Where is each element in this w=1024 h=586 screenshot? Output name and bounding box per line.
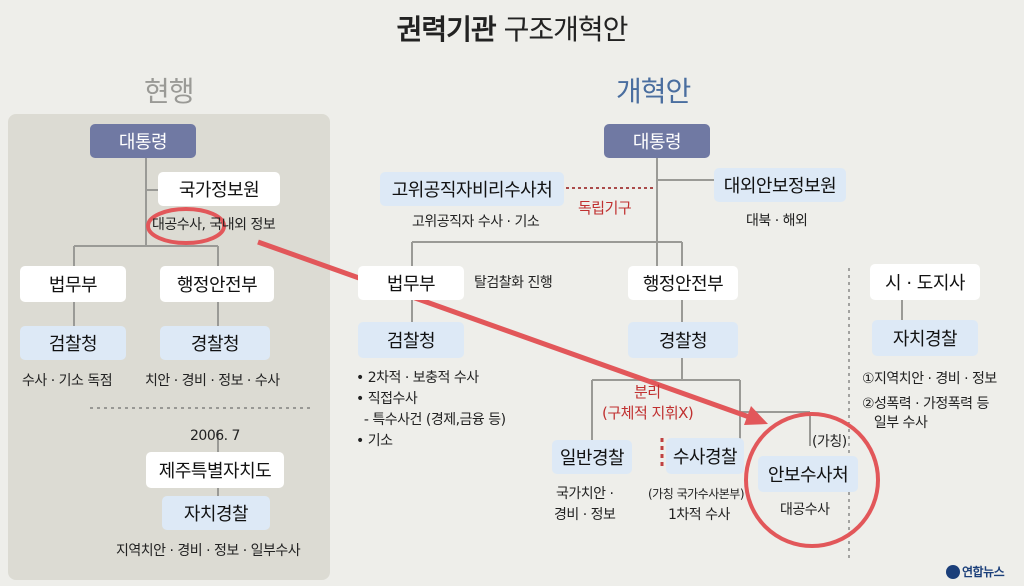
autonomous-note-1: ①지역치안 · 경비 · 정보 <box>862 371 997 387</box>
title-bold: 권력기관 <box>396 13 497 46</box>
current-prosecution-note: 수사 · 기소 독점 <box>22 373 113 389</box>
autonomous-note-2: ②성폭력 · 가정폭력 등 <box>862 396 989 412</box>
prosecution-note-1: • 2차적 · 보충적 수사 <box>356 370 479 386</box>
credit-label: 연합뉴스 <box>962 565 1005 579</box>
prosecution-note-2: • 직접수사 <box>356 391 418 407</box>
separation-label: 분리 <box>634 383 661 401</box>
governor-box: 시 · 도지사 <box>870 264 980 300</box>
prosecution-note-4: • 기소 <box>356 433 393 449</box>
current-nis-box: 국가정보원 <box>158 172 280 206</box>
foreign-nis-box: 대외안보정보원 <box>714 168 846 202</box>
cio-note: 고위공직자 수사 · 기소 <box>412 214 540 230</box>
separation-sub-label: (구체적 지휘X) <box>602 404 694 422</box>
current-president-box: 대통령 <box>90 124 196 158</box>
security-agency-note: 대공수사 <box>780 502 830 518</box>
investigative-note-2: 1차적 수사 <box>668 507 730 523</box>
red-arrow <box>257 239 753 421</box>
current-heading: 현행 <box>144 75 195 108</box>
reform-prosecution-box: 검찰청 <box>358 322 464 358</box>
general-police-box: 일반경찰 <box>552 440 632 474</box>
cio-box: 고위공직자비리수사처 <box>380 172 564 206</box>
current-police-note: 치안 · 경비 · 정보 · 수사 <box>145 373 280 389</box>
reform-interior-box: 행정안전부 <box>628 266 738 300</box>
reform-autonomous-police-box: 자치경찰 <box>872 320 978 356</box>
reform-president-box: 대통령 <box>604 124 710 158</box>
current-jeju-box: 제주특별자치도 <box>146 452 284 488</box>
current-prosecution-box: 검찰청 <box>20 326 126 360</box>
independent-label: 독립기구 <box>578 199 632 217</box>
reform-heading: 개혁안 <box>616 75 691 108</box>
autonomous-note-3: 일부 수사 <box>862 415 928 431</box>
prosecution-note-3: - 특수사건 (경제,금융 등) <box>356 412 506 428</box>
foreign-nis-note: 대북 · 해외 <box>746 213 808 229</box>
reform-justice-box: 법무부 <box>358 266 464 300</box>
tentative-label: (가칭) <box>812 434 847 450</box>
title-normal: 구조개혁안 <box>503 13 629 46</box>
investigative-note-1: (가칭 국가수사본부) <box>648 487 745 501</box>
current-justice-box: 법무부 <box>20 266 126 302</box>
current-autonomous-note: 지역치안 · 경비 · 정보 · 일부수사 <box>116 543 301 559</box>
general-police-note-1: 국가치안 · <box>556 486 614 502</box>
investigative-police-box: 수사경찰 <box>666 438 744 474</box>
current-autonomous-police-box: 자치경찰 <box>162 496 270 530</box>
chart-title: 권력기관 구조개혁안 <box>0 8 1024 48</box>
general-police-note-2: 경비 · 정보 <box>554 507 616 523</box>
yonhap-logo-icon <box>946 565 960 579</box>
justice-note: 탈검찰화 진행 <box>474 275 553 291</box>
current-police-box: 경찰청 <box>160 326 270 360</box>
reform-police-box: 경찰청 <box>628 322 738 358</box>
security-agency-box: 안보수사처 <box>758 456 858 492</box>
current-nis-note: 대공수사, 국내외 정보 <box>152 217 276 233</box>
current-interior-box: 행정안전부 <box>160 266 274 302</box>
current-date: 2006. 7 <box>190 428 240 444</box>
